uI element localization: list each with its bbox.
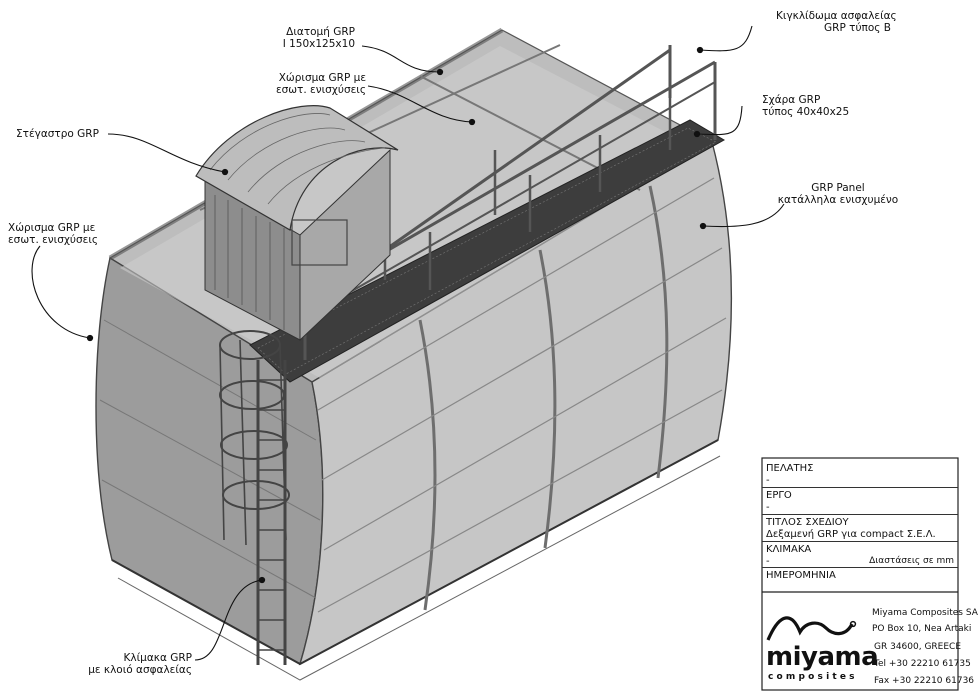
tb-project-value: - (766, 502, 770, 513)
shelter (195, 105, 399, 342)
company-address2: GR 34600, GREECE (874, 642, 962, 652)
company-name: Miyama Composites SA (872, 608, 978, 618)
label-sxara: Σχάρα GRP τύπος 40x40x25 (762, 94, 850, 118)
tb-client-label: ΠΕΛΑΤΗΣ (766, 463, 814, 474)
label-kigklidoma: Κιγκλίδωμα ασφαλείας GRP τύπος Β (776, 10, 897, 34)
company-address1: PO Box 10, Nea Artaki (872, 624, 972, 634)
tb-dimensions: Διαστάσεις σε mm (869, 556, 954, 566)
tb-date-label: ΗΜΕΡΟΜΗΝΙΑ (766, 570, 836, 581)
grating-walkway (249, 119, 726, 383)
title-block-frame (761, 457, 959, 691)
company-fax: Fax +30 22210 61736 (874, 676, 975, 686)
title-block: ΠΕΛΑΤΗΣ - ΕΡΓΟ - ΤΙΤΛΟΣ ΣΧΕΔΙΟΥ Δεξαμενή… (762, 458, 978, 690)
ladder-with-cage (219, 330, 290, 665)
logo-wordmark: miyama (766, 642, 879, 672)
miyama-logo (766, 616, 857, 641)
tb-project-label: ΕΡΓΟ (766, 490, 792, 501)
tb-scale-label: ΚΛΙΜΑΚΑ (766, 544, 812, 555)
tb-scale-value: - (766, 556, 770, 567)
label-klimaka: Κλίμακα GRP με κλοιό ασφαλείας (88, 652, 192, 676)
tb-client-value: - (766, 475, 770, 486)
label-diatomi: Διατομή GRP I 150x125x10 (282, 26, 355, 50)
label-panel: GRP Panel κατάλληλα ενισχυμένο (777, 182, 899, 206)
tb-title-label: ΤΙΤΛΟΣ ΣΧΕΔΙΟΥ (766, 517, 849, 528)
leader-lines (31, 25, 785, 661)
label-xorisma-top: Χώρισμα GRP με εσωτ. ενισχύσεις (275, 72, 366, 96)
tb-title-value: Δεξαμενή GRP για compact Σ.Ε.Λ. (766, 529, 936, 540)
logo-subtitle: composites (768, 672, 858, 682)
label-xorisma-left: Χώρισμα GRP με εσωτ. ενισχύσεις (8, 222, 99, 246)
company-tel: Tel +30 22210 61735 (874, 659, 971, 669)
label-stegastro: Στέγαστρο GRP (16, 128, 99, 140)
